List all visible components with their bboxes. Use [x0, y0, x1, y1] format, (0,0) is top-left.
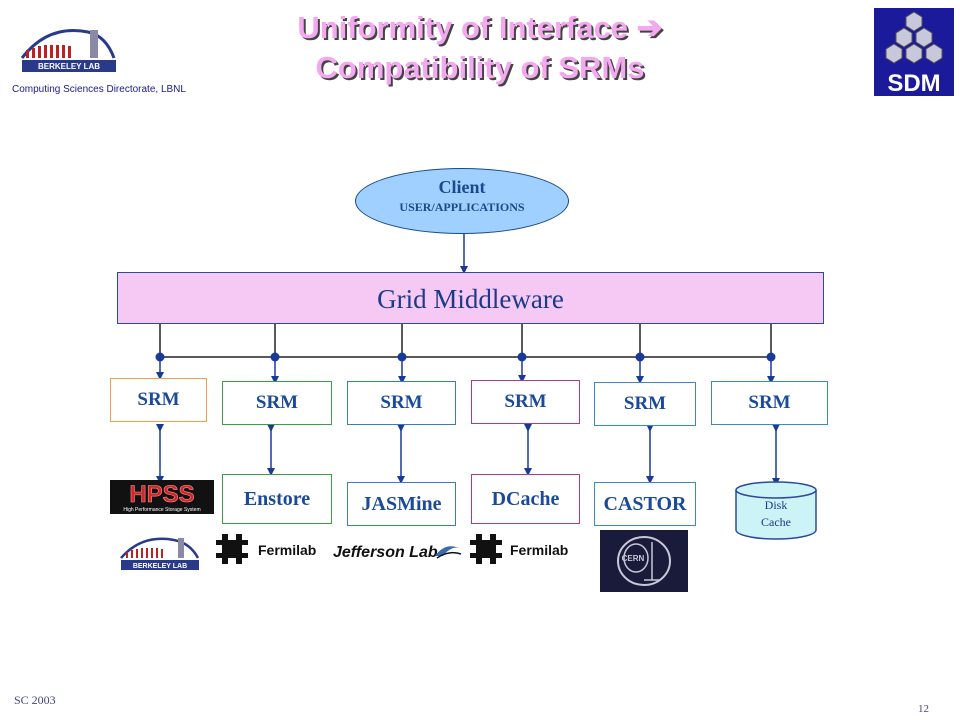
berkeley-lab-logo-text: BERKELEY LAB [38, 62, 100, 71]
fermilab-logo-2-text: Fermilab [510, 542, 568, 558]
client-title: Client [438, 177, 486, 197]
fermilab-logo-2: Fermilab [470, 534, 568, 564]
fermilab-logo-1: Fermilab [216, 534, 316, 564]
disk-cache-line-2: Cache [761, 515, 791, 529]
client-node: Client USER/APPLICATIONS [355, 168, 569, 234]
disk-cache-cylinder: Disk Cache [735, 481, 817, 540]
castor-box: CASTOR [594, 482, 696, 526]
srm-box-enstore: SRM [222, 381, 332, 425]
hpss-logo: HPSS High Performance Storage System [110, 480, 214, 514]
srm-box-castor: SRM [594, 382, 696, 426]
dcache-box: DCache [471, 474, 580, 524]
grid-middleware-box: Grid Middleware [117, 272, 824, 324]
srm-box-disk-cache: SRM [711, 381, 828, 425]
page-number: 12 [918, 703, 929, 715]
srm-box-hpss: SRM [110, 378, 207, 422]
fermilab-logo-1-text: Fermilab [258, 542, 316, 558]
sdm-logo-text: SDM [887, 70, 940, 96]
hpss-logo-tagline: High Performance Storage System [123, 507, 200, 513]
slide-title: Uniformity of Interface ➔ Compatibility … [200, 8, 760, 88]
title-line-2: Compatibility of SRMs [315, 50, 645, 85]
cern-logo-text: CERN [622, 554, 645, 563]
jasmine-box: JASMine [347, 482, 456, 526]
srm-box-dcache: SRM [471, 380, 580, 424]
footer-event: SC 2003 [14, 693, 56, 707]
hpss-logo-text: HPSS [129, 481, 194, 508]
jefferson-lab-logo-text: Jefferson Lab [333, 544, 438, 561]
org-caption: Computing Sciences Directorate, LBNL [12, 84, 186, 95]
sdm-logo: SDM [874, 8, 954, 96]
client-subtitle: USER/APPLICATIONS [399, 200, 525, 214]
jefferson-lab-logo: Jefferson Lab [333, 544, 462, 561]
disk-cache-line-1: Disk [765, 498, 788, 512]
cern-logo: CERN [600, 530, 688, 592]
berkeley-lab-logo: BERKELEY LAB [18, 18, 120, 84]
berkeley-lab-logo-small: BERKELEY LAB [120, 537, 200, 570]
enstore-box: Enstore [222, 474, 332, 524]
title-line-1: Uniformity of Interface ➔ [297, 10, 663, 45]
srm-box-jasmine: SRM [347, 381, 456, 425]
berkeley-small-text: BERKELEY LAB [133, 563, 187, 570]
